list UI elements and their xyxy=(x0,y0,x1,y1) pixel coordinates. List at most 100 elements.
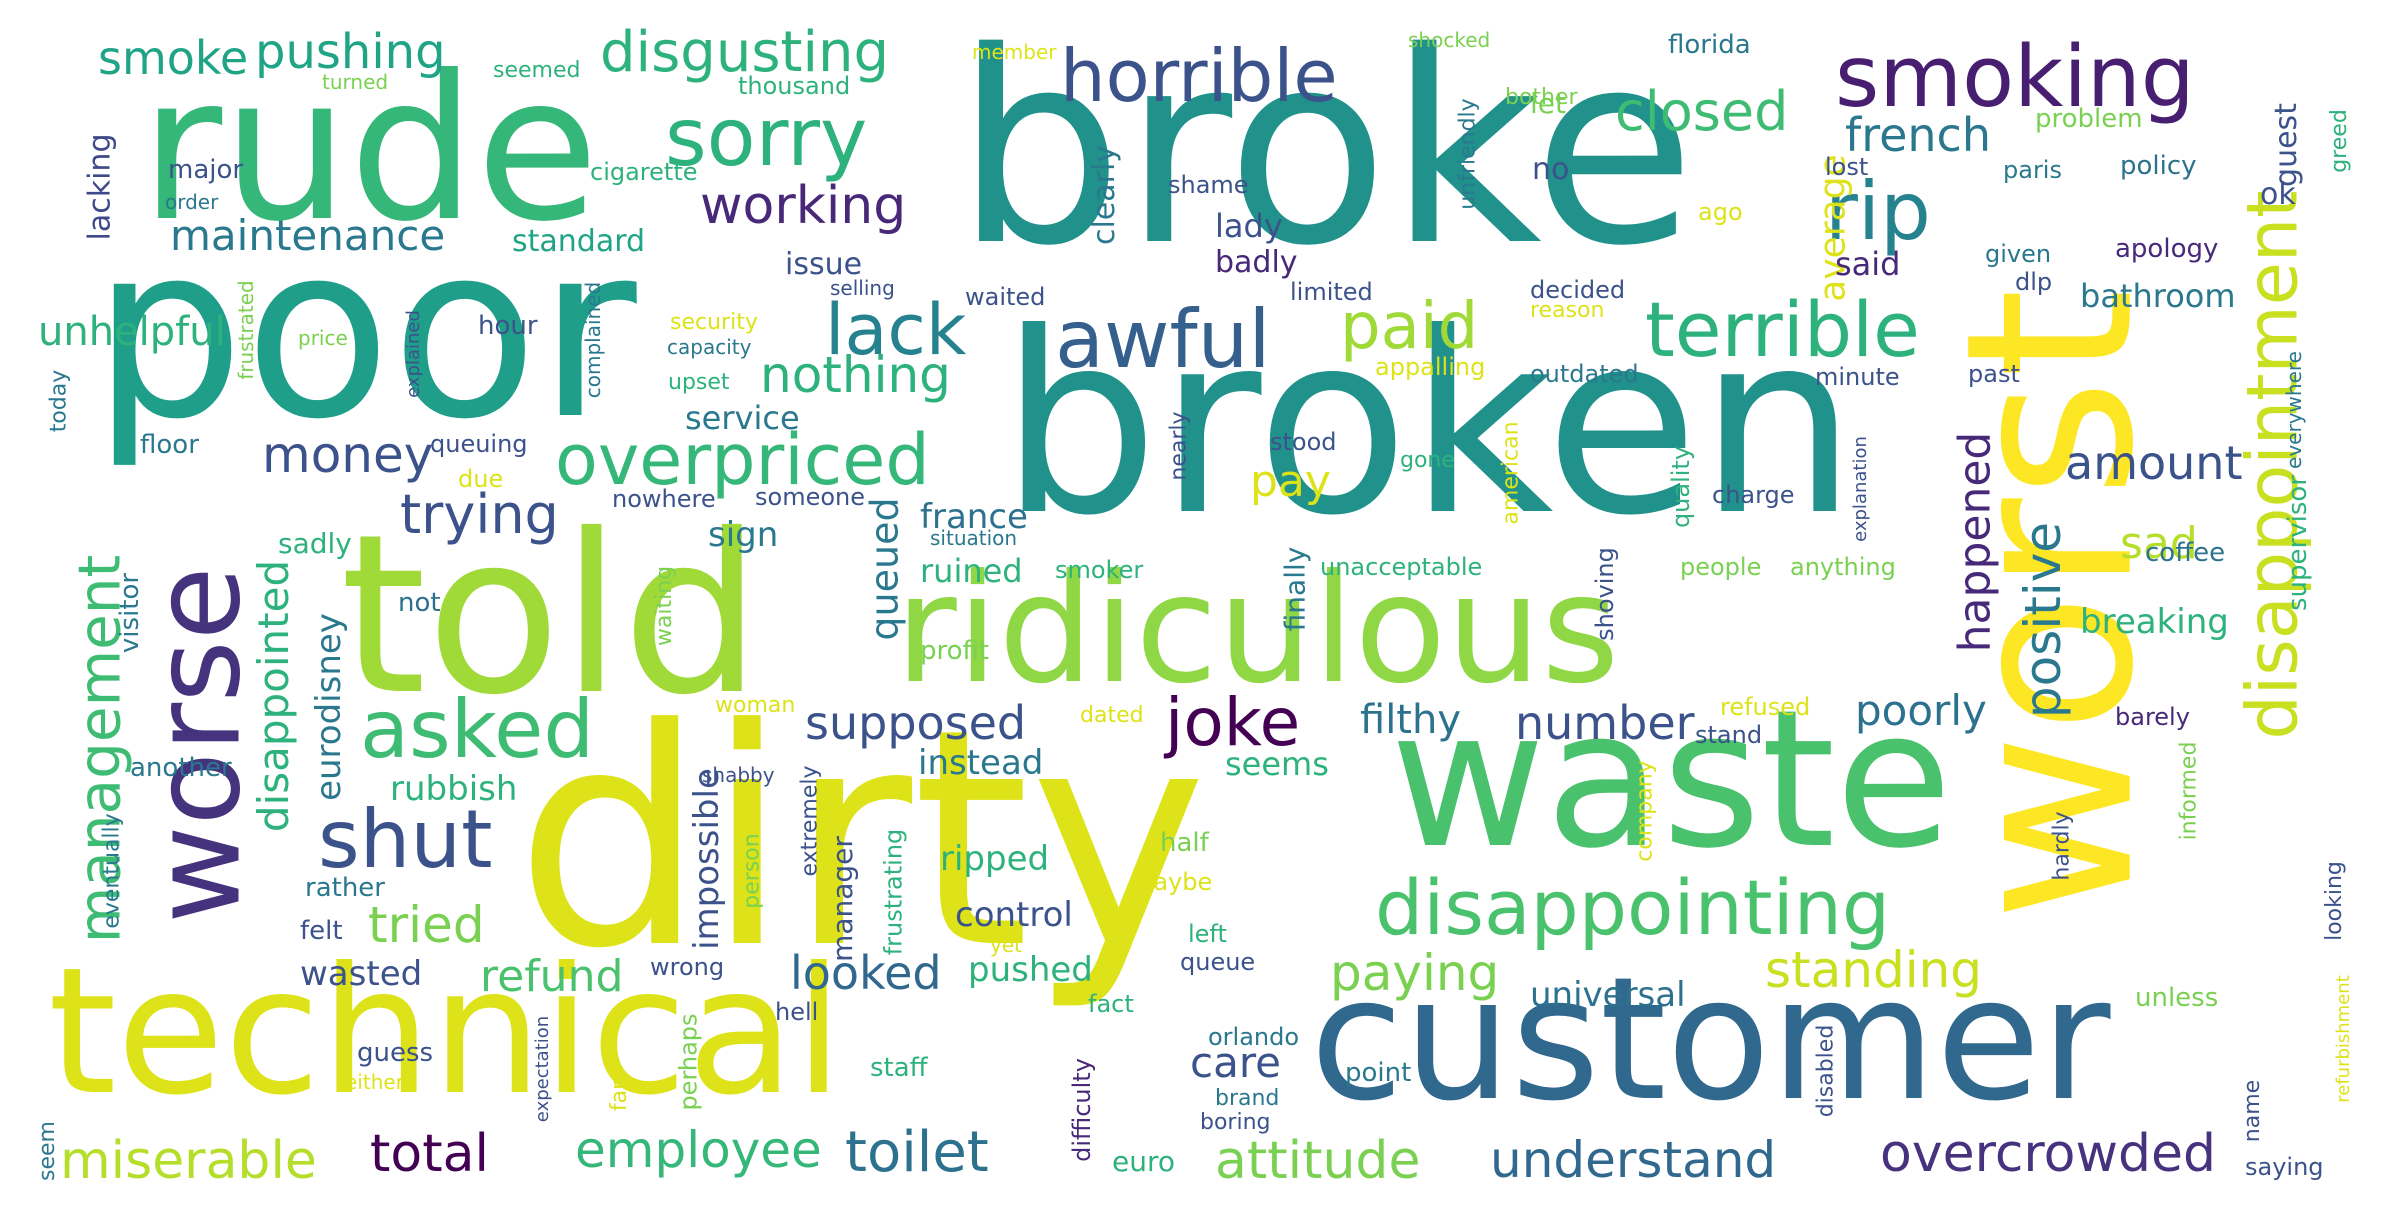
word-total: total xyxy=(370,1124,489,1184)
word-woman: woman xyxy=(715,693,796,718)
word-dirty: dirty xyxy=(515,665,1208,1014)
word-employee: employee xyxy=(575,1121,822,1179)
word-given: given xyxy=(1985,240,2052,268)
word-waited: waited xyxy=(965,283,1046,311)
word-lacking: lacking xyxy=(82,133,118,241)
word-let: let xyxy=(1530,87,1566,120)
word-point: point xyxy=(1345,1058,1412,1088)
word-looked: looked xyxy=(790,946,942,1000)
word-member: member xyxy=(972,40,1057,64)
word-minute: minute xyxy=(1815,363,1900,391)
word-charge: charge xyxy=(1712,481,1795,509)
word-hardly: hardly xyxy=(2049,811,2075,881)
word-complained: complained xyxy=(581,281,606,399)
word-technical: technical xyxy=(48,931,844,1134)
word-queued: queued xyxy=(862,497,907,641)
word-extremely: extremely xyxy=(797,765,823,877)
word-paris: paris xyxy=(2003,156,2062,184)
word-people: people xyxy=(1680,553,1762,581)
word-appalling: appalling xyxy=(1375,353,1486,381)
word-rather: rather xyxy=(305,873,385,903)
word-rip: rip xyxy=(1825,165,1931,258)
word-not: not xyxy=(398,588,441,618)
word-turned: turned xyxy=(322,70,389,94)
word-seemed: seemed xyxy=(493,58,581,83)
word-seems: seems xyxy=(1225,745,1329,783)
word-perhaps: perhaps xyxy=(674,1013,703,1111)
word-standing: standing xyxy=(1765,941,1983,999)
word-hell: hell xyxy=(775,998,819,1026)
word-eventually: eventually xyxy=(99,813,125,929)
word-person: person xyxy=(739,833,765,909)
word-said: said xyxy=(1835,245,1901,283)
word-coffee: coffee xyxy=(2145,538,2226,568)
word-broken: broken xyxy=(1000,279,1858,570)
word-clearly: clearly xyxy=(1087,144,1123,246)
word-disappointing: disappointing xyxy=(1375,863,1891,952)
word-greed: greed xyxy=(2326,109,2352,173)
word-smoking: smoking xyxy=(1835,28,2195,127)
word-felt: felt xyxy=(300,916,343,946)
word-customer: customer xyxy=(1310,941,2111,1139)
word-control: control xyxy=(955,895,1073,935)
word-capacity: capacity xyxy=(667,335,752,359)
word-badly: badly xyxy=(1215,245,1298,280)
word-pushed: pushed xyxy=(968,950,1093,990)
word-france: france xyxy=(920,497,1028,537)
word-poor: poor xyxy=(92,192,637,472)
word-frustrating: frustrating xyxy=(879,828,908,956)
word-seem: seem xyxy=(34,1121,60,1181)
word-decided: decided xyxy=(1530,276,1626,304)
word-nothing: nothing xyxy=(760,346,951,404)
word-trying: trying xyxy=(400,483,559,546)
word-difficulty: difficulty xyxy=(1067,1058,1096,1162)
word-amount: amount xyxy=(2065,436,2243,490)
word-lady: lady xyxy=(1215,207,1283,245)
word-paid: paid xyxy=(1340,290,1479,364)
word-floor: floor xyxy=(140,430,199,460)
word-disgusting: disgusting xyxy=(600,20,890,85)
word-shame: shame xyxy=(1168,171,1249,199)
word-euro: euro xyxy=(1112,1145,1175,1178)
word-finally: finally xyxy=(1278,546,1312,632)
word-terrible: terrible xyxy=(1645,285,1920,374)
word-sorry: sorry xyxy=(665,91,868,184)
word-left: left xyxy=(1188,920,1227,948)
word-smoker: smoker xyxy=(1055,556,1144,584)
word-queuing: queuing xyxy=(430,430,528,458)
word-major: major xyxy=(168,155,244,185)
word-unfriendly: unfriendly xyxy=(1455,98,1481,210)
word-poorly: poorly xyxy=(1855,686,1987,735)
word-disabled: disabled xyxy=(1813,1024,1839,1118)
word-bother: bother xyxy=(1505,85,1578,110)
word-bathroom: bathroom xyxy=(2080,277,2236,315)
word-dated: dated xyxy=(1080,703,1144,728)
word-wasted: wasted xyxy=(300,954,423,994)
word-price: price xyxy=(298,326,348,350)
word-service: service xyxy=(685,399,800,437)
word-attitude: attitude xyxy=(1215,1131,1421,1191)
word-impossible: impossible xyxy=(686,768,727,950)
word-selling: selling xyxy=(830,276,895,300)
word-far: far xyxy=(607,1080,633,1112)
word-nowhere: nowhere xyxy=(612,485,716,513)
word-apology: apology xyxy=(2115,234,2219,264)
word-joke: joke xyxy=(1165,684,1301,761)
word-outdated: outdated xyxy=(1530,360,1639,388)
word-asked: asked xyxy=(360,683,595,776)
word-staff: staff xyxy=(870,1053,928,1083)
word-situation: situation xyxy=(930,526,1018,550)
word-rude: rude xyxy=(140,33,599,266)
word-waiting: waiting xyxy=(652,565,678,647)
word-informed: informed xyxy=(2176,741,2202,841)
word-company: company xyxy=(1632,760,1658,862)
word-unacceptable: unacceptable xyxy=(1320,553,1483,581)
word-breaking: breaking xyxy=(2080,602,2229,642)
word-ripped: ripped xyxy=(940,839,1050,879)
word-care: care xyxy=(1190,1038,1282,1087)
word-explained: explained xyxy=(402,310,424,398)
word-awful: awful xyxy=(1055,293,1271,386)
word-looking: looking xyxy=(2321,861,2347,941)
word-filthy: filthy xyxy=(1360,697,1462,743)
